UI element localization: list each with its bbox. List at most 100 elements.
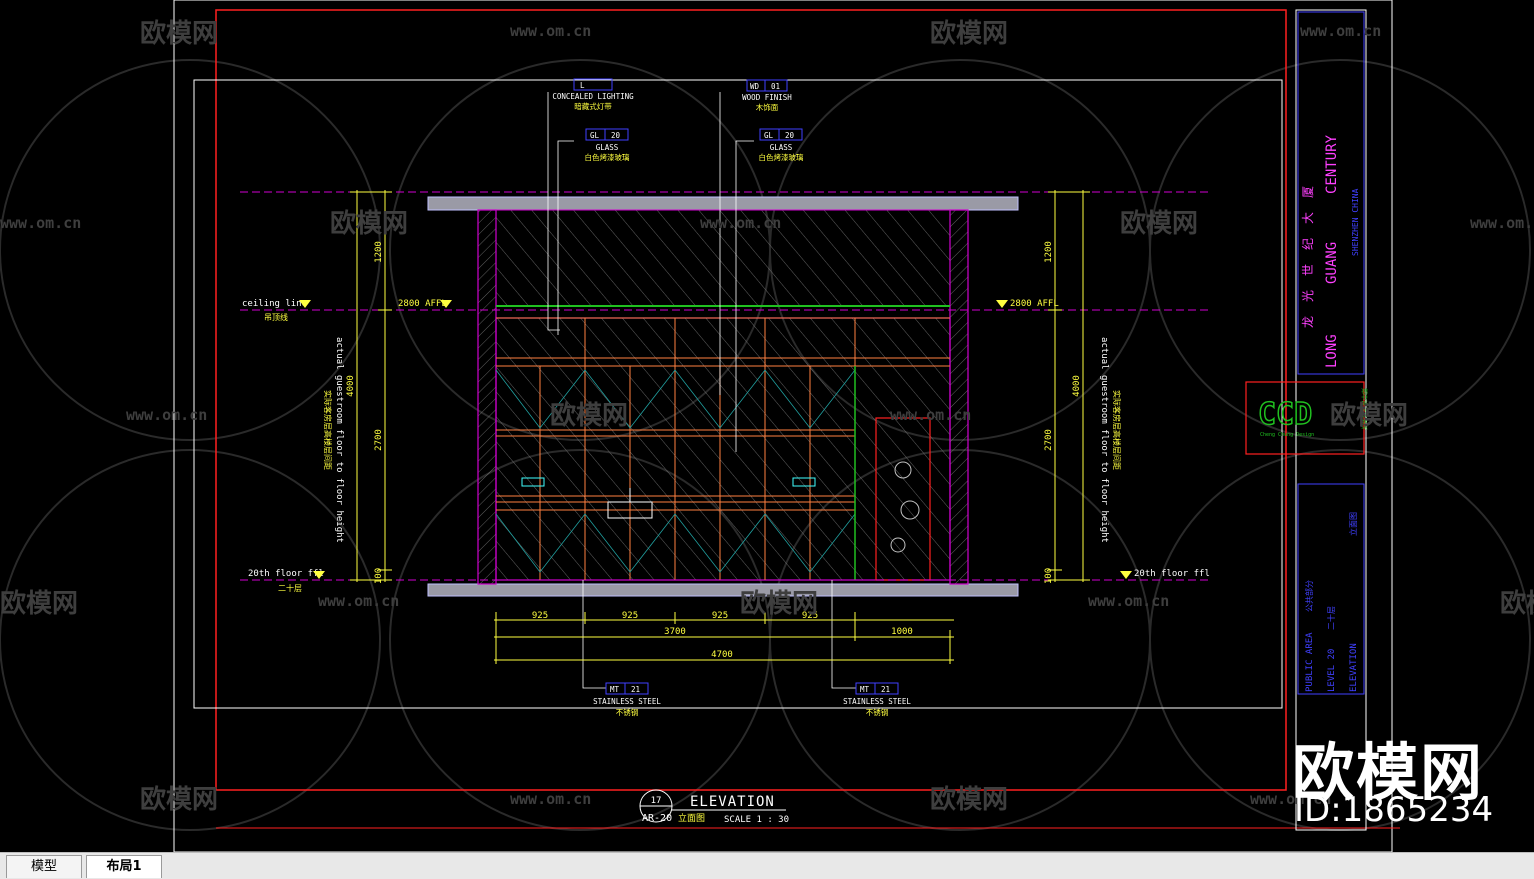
drawing-subtitle: 立面图 xyxy=(678,812,705,824)
tag-steel1-num: 21 xyxy=(631,685,640,694)
drawing-scale: SCALE 1 : 30 xyxy=(724,815,789,825)
cabinet-diagonals xyxy=(495,369,856,573)
tag-steel1-cn: 不锈钢 xyxy=(616,707,639,717)
tag-lighting-cn: 暗藏式灯带 xyxy=(574,101,612,111)
ceiling-void xyxy=(495,209,951,307)
svg-text:www.om.cn: www.om.cn xyxy=(1470,214,1534,232)
left-wall xyxy=(477,209,497,585)
tag-steel2-en: STAINLESS STEEL xyxy=(843,697,911,706)
tag-lighting-en: CONCEALED LIGHTING xyxy=(552,92,634,101)
red-frame xyxy=(215,9,1287,791)
tag-wood-code: WD xyxy=(750,82,760,91)
svg-text:欧模网: 欧模网 xyxy=(1120,208,1198,239)
elevation-number: 17 xyxy=(651,796,662,806)
cabinet-grid xyxy=(496,317,950,580)
svg-text:欧模网: 欧模网 xyxy=(140,784,218,815)
svg-text:欧模网: 欧模网 xyxy=(740,588,818,619)
tab-model[interactable]: 模型 xyxy=(6,855,82,878)
svg-text:欧模网: 欧模网 xyxy=(1330,400,1408,431)
floor-label-left-cn: 二十层 xyxy=(278,583,302,593)
sheet-border xyxy=(173,0,1393,852)
area-3-cn: 立面图 xyxy=(1348,512,1358,536)
svg-text:www.om.cn: www.om.cn xyxy=(318,592,399,610)
elevation-title-block: 17 AR-20 立面图 ELEVATION SCALE 1 : 30 xyxy=(639,789,789,825)
project-name-1: LONG xyxy=(1324,334,1340,368)
svg-text:www.om.cn: www.om.cn xyxy=(0,214,81,232)
project-name-cn: 龙光世纪大厦 xyxy=(1301,172,1315,328)
watermark-id: ID:1865234 xyxy=(1294,790,1494,830)
layout-tab-bar: 模型 布局1 xyxy=(0,852,1534,879)
dim-h-right: 1000 xyxy=(891,627,913,637)
project-location: SHENZHEN CHINA xyxy=(1351,188,1360,256)
svg-text:www.om.cn: www.om.cn xyxy=(510,790,591,808)
dim-h-4: 925 xyxy=(802,611,818,621)
elevation-drawing: 1200 4000 2700 100 1200 4000 2700 100 ac… xyxy=(0,0,1534,852)
dim-h-subtotal: 3700 xyxy=(664,627,686,637)
tab-layout-1[interactable]: 布局1 xyxy=(86,855,162,878)
dim-h-total: 4700 xyxy=(711,650,733,660)
right-height-note-cn: 实际客房层高楼层间距 xyxy=(1112,390,1122,470)
svg-text:欧模网: 欧模网 xyxy=(1500,588,1534,619)
ceiling-level-left: 2800 AFFL xyxy=(398,299,447,309)
tag-steel1-code: MT xyxy=(610,685,620,694)
viewport-frame xyxy=(193,79,1283,709)
tag-glass1-cn: 白色烤漆玻璃 xyxy=(585,152,630,162)
dim-right-total: 4000 xyxy=(1072,375,1082,397)
left-height-note: actual guestroom floor to floor height xyxy=(334,337,344,543)
ceiling-slab xyxy=(427,196,1019,211)
left-height-note-cn: 实际客房层高楼层间距 xyxy=(323,390,333,470)
ccd-logo-cn: 郑中设计事务所 xyxy=(1360,388,1368,430)
tag-glass1-code: GL xyxy=(590,131,600,140)
svg-text:欧模网: 欧模网 xyxy=(930,18,1008,49)
elevation-title: ELEVATION xyxy=(690,794,775,810)
area-2-cn: 二十层 xyxy=(1326,606,1336,630)
svg-text:www.om.cn: www.om.cn xyxy=(1300,22,1381,40)
floor-slab xyxy=(427,583,1019,597)
tag-steel2-num: 21 xyxy=(881,685,890,694)
tag-glass1-num: 20 xyxy=(611,131,621,140)
dim-right-bottom: 100 xyxy=(1044,568,1054,584)
svg-text:www.om.cn: www.om.cn xyxy=(1250,790,1331,808)
dim-left-top: 1200 xyxy=(374,241,384,263)
dim-h-3: 925 xyxy=(712,611,728,621)
tag-steel2-cn: 不锈钢 xyxy=(866,707,889,717)
tag-glass2-num: 20 xyxy=(785,131,795,140)
svg-text:欧模网: 欧模网 xyxy=(550,400,628,431)
ccd-logo-sub: Cheng Chung Design xyxy=(1260,432,1314,438)
svg-text:欧模网: 欧模网 xyxy=(930,784,1008,815)
svg-text:www.om.cn: www.om.cn xyxy=(510,22,591,40)
dim-h-1: 925 xyxy=(532,611,548,621)
cabinet xyxy=(495,317,951,581)
svg-text:欧模网: 欧模网 xyxy=(0,588,78,619)
svg-text:欧模网: 欧模网 xyxy=(330,208,408,239)
area-1-cn: 公共部分 xyxy=(1304,580,1314,612)
svg-text:www.om.cn: www.om.cn xyxy=(890,406,971,424)
floor-label-left: 20th floor ffl xyxy=(248,569,324,579)
tag-glass2-code: GL xyxy=(764,131,774,140)
svg-text:www.om.cn: www.om.cn xyxy=(126,406,207,424)
drawing-number: AR-20 xyxy=(642,813,672,824)
dim-right-top: 1200 xyxy=(1044,241,1054,263)
right-height-note: actual guestroom floor to floor height xyxy=(1099,337,1109,543)
area-1: PUBLIC AREA xyxy=(1305,632,1315,692)
tag-glass2-cn: 白色烤漆玻璃 xyxy=(759,152,804,162)
tag-wood-num: 01 xyxy=(771,82,780,91)
floor-label-right: 20th floor ffl xyxy=(1134,569,1210,579)
right-wall xyxy=(949,209,969,585)
svg-text:欧模网: 欧模网 xyxy=(140,18,218,49)
ccd-logo: CCD xyxy=(1258,397,1312,432)
tag-steel2-code: MT xyxy=(860,685,870,694)
drawing-canvas[interactable]: 1200 4000 2700 100 1200 4000 2700 100 ac… xyxy=(0,0,1534,852)
ceiling-line-cn: 吊顶线 xyxy=(264,312,288,322)
tag-glass2-en: GLASS xyxy=(770,143,793,152)
tag-wood-cn: 木饰面 xyxy=(756,102,779,112)
project-name-3: CENTURY xyxy=(1324,134,1340,194)
dim-left-total: 4000 xyxy=(346,375,356,397)
svg-text:www.om.cn: www.om.cn xyxy=(1088,592,1169,610)
dim-left-bottom: 100 xyxy=(374,568,384,584)
tag-wood-en: WOOD FINISH xyxy=(742,93,792,102)
watermark-url: www.om.cn www.om.cn www.om.cn www.om.cn … xyxy=(0,22,1534,808)
tag-lighting-code: L xyxy=(580,81,585,90)
title-block-frame xyxy=(1295,9,1367,831)
project-title-block: 龙光世纪大厦 LONG GUANG CENTURY SHENZHEN CHINA… xyxy=(1245,11,1368,695)
